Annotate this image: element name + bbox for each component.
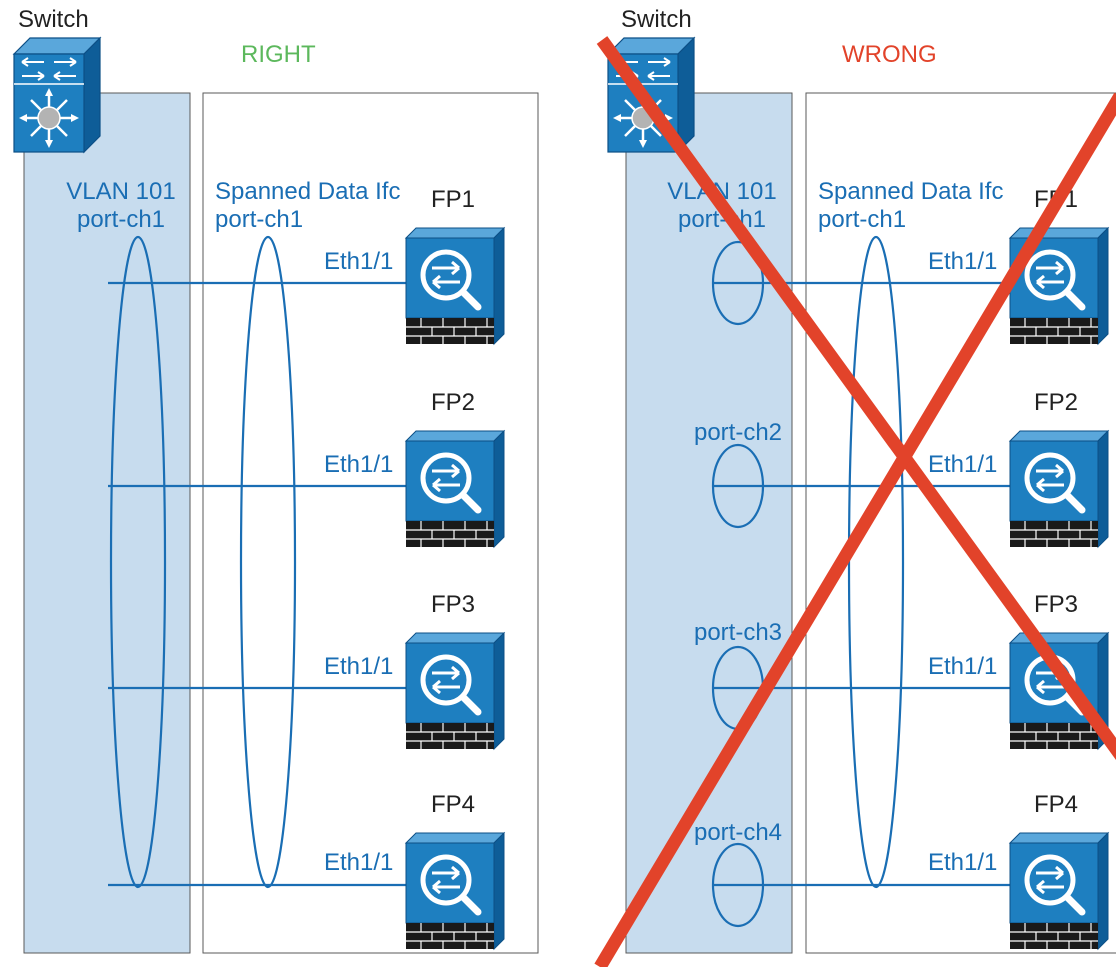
right-panel: Switch RIGHT VLAN 101 port-ch1 Spanned D… bbox=[12, 6, 539, 954]
interface-label: Eth1/1 bbox=[324, 451, 393, 478]
firewall-icon bbox=[1010, 833, 1108, 949]
spanned-port-channel-oval bbox=[239, 235, 297, 889]
switch-port-channel-oval bbox=[109, 235, 167, 889]
device-name: FP4 bbox=[1034, 791, 1078, 818]
spanned-port-channel-label: port-ch1 bbox=[818, 206, 906, 233]
spanned-ifc-label: Spanned Data Ifc bbox=[818, 178, 1003, 205]
firewall-icon bbox=[1010, 431, 1108, 547]
status-right: RIGHT bbox=[241, 41, 316, 68]
device-name: FP2 bbox=[431, 389, 475, 416]
vlan-label: VLAN 101 bbox=[66, 178, 175, 205]
switch-zone bbox=[23, 92, 191, 954]
spanned-ifc-label: Spanned Data Ifc bbox=[215, 178, 400, 205]
interface-label: Eth1/1 bbox=[324, 248, 393, 275]
individual-port-channel-oval bbox=[711, 443, 765, 529]
port-channel-label: port-ch2 bbox=[694, 419, 782, 446]
device-name: FP3 bbox=[431, 591, 475, 618]
switch-zone bbox=[625, 92, 793, 954]
interface-label: Eth1/1 bbox=[928, 451, 997, 478]
interface-label: Eth1/1 bbox=[928, 849, 997, 876]
wrong-panel: Switch WRONG VLAN 101 port-ch1 Spanned D… bbox=[594, 6, 1116, 967]
interface-label: Eth1/1 bbox=[928, 653, 997, 680]
interface-label: Eth1/1 bbox=[928, 248, 997, 275]
switch-label: Switch bbox=[621, 6, 692, 33]
switch-label: Switch bbox=[18, 6, 89, 33]
device-name: FP3 bbox=[1034, 591, 1078, 618]
interface-label: Eth1/1 bbox=[324, 849, 393, 876]
interface-label: Eth1/1 bbox=[324, 653, 393, 680]
firewall-icon bbox=[406, 228, 504, 344]
port-channel-label: port-ch4 bbox=[694, 819, 782, 846]
port-channel-label: port-ch1 bbox=[77, 206, 165, 233]
firewall-icon bbox=[406, 833, 504, 949]
device-name: FP4 bbox=[431, 791, 475, 818]
device-name: FP2 bbox=[1034, 389, 1078, 416]
firewall-icon bbox=[406, 633, 504, 749]
individual-port-channel-oval bbox=[711, 240, 765, 326]
red-x-icon bbox=[594, 36, 1116, 967]
individual-port-channel-oval bbox=[711, 842, 765, 928]
device-name: FP1 bbox=[431, 186, 475, 213]
switch-icon bbox=[12, 36, 102, 154]
firewall-icon bbox=[1010, 633, 1108, 749]
port-channel-label: port-ch3 bbox=[694, 619, 782, 646]
spanned-port-channel-label: port-ch1 bbox=[215, 206, 303, 233]
status-wrong: WRONG bbox=[842, 41, 937, 68]
firewall-icon bbox=[406, 431, 504, 547]
